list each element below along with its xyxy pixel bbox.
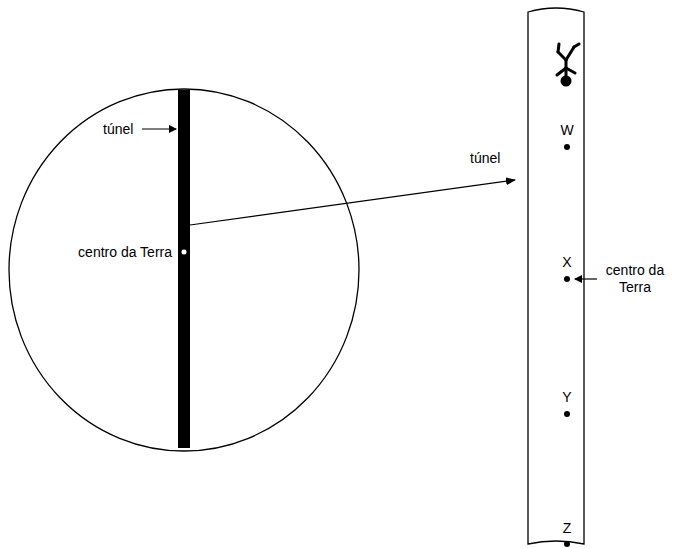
point-dot (564, 144, 570, 150)
center-label: centro da Terra (78, 244, 172, 260)
earth-ellipse-shape (9, 89, 359, 451)
tunnel-box-outline (527, 2, 585, 548)
leader-line (142, 128, 176, 129)
center-callout: centro da Terra (600, 262, 670, 296)
earth-ellipse: túnel centro da Terra (8, 88, 360, 452)
leader-line (575, 278, 597, 279)
tunnel-bar (178, 90, 190, 448)
tunnel-box: W X Y Z (527, 2, 585, 548)
person-figure (557, 44, 579, 85)
pointer-arrow (190, 180, 515, 225)
point-label: X (562, 254, 571, 270)
earth-center-dot (181, 249, 187, 255)
tunnel-box-shape (528, 8, 584, 544)
tunnel-label: túnel (103, 121, 133, 137)
point-label: W (560, 122, 573, 138)
edge-label: túnel (468, 150, 502, 167)
earth-ellipse-outline (8, 88, 360, 452)
point-label: Z (563, 520, 572, 536)
point-dot (564, 276, 570, 282)
point-dot (564, 411, 570, 417)
point-label: Y (562, 389, 571, 405)
